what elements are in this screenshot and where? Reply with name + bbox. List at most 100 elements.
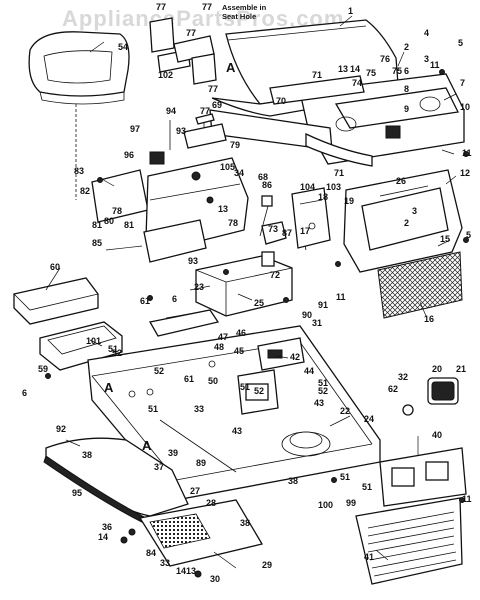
- callout: 75: [392, 66, 402, 76]
- callout: 51: [362, 482, 372, 492]
- callout: 51: [318, 378, 328, 388]
- callout: 51: [108, 344, 118, 354]
- callout: 70: [276, 96, 286, 106]
- callout: 5: [458, 38, 463, 48]
- callout: 43: [232, 426, 242, 436]
- callout: 62: [388, 384, 398, 394]
- view-marker-a-frame: A: [104, 380, 114, 395]
- callout: 31: [312, 318, 322, 328]
- battery-tray: [39, 321, 123, 371]
- callout: 9: [404, 104, 409, 114]
- callout: 21: [456, 364, 466, 374]
- callout: 72: [270, 270, 280, 280]
- callout: 44: [304, 366, 314, 376]
- callout: 19: [344, 196, 354, 206]
- mesh-screen: [377, 251, 463, 319]
- callout: 36: [102, 522, 112, 532]
- callout: 94: [166, 106, 176, 116]
- callout: 78: [228, 218, 238, 228]
- callout: 89: [196, 458, 206, 468]
- callout: 20: [432, 364, 442, 374]
- callout: 76: [380, 54, 390, 64]
- callout: 82: [80, 186, 90, 196]
- callout: 23: [194, 282, 204, 292]
- steering-column: [149, 113, 227, 165]
- callout: 1: [348, 6, 353, 16]
- side-panels: [209, 75, 373, 167]
- callout: 99: [346, 498, 356, 508]
- callout: 100: [318, 500, 333, 510]
- callout: 75: [366, 68, 376, 78]
- callout: 68: [258, 172, 268, 182]
- callout: 2: [404, 42, 409, 52]
- callout: 90: [302, 310, 312, 320]
- center-plate: [148, 309, 220, 337]
- callout: 85: [92, 238, 102, 248]
- callout: 14: [176, 566, 186, 576]
- callout: 52: [254, 386, 264, 396]
- callout: 77: [186, 28, 196, 38]
- callout: 14: [98, 532, 108, 542]
- callout: 7: [460, 78, 465, 88]
- console: [91, 157, 249, 263]
- callout: 42: [290, 352, 300, 362]
- callout: 80: [104, 216, 114, 226]
- view-marker-a-hood: A: [226, 60, 236, 75]
- assembly-note-line2: Seat Hole: [222, 12, 256, 21]
- callout: 24: [364, 414, 374, 424]
- callout: 25: [254, 298, 264, 308]
- callout-labels: 1 2 3 4 5 6 7 8 9 10 11 11 11 11 12 13 1…: [22, 2, 472, 584]
- callout: 29: [262, 560, 272, 570]
- callout: 71: [334, 168, 344, 178]
- battery-holder: [257, 337, 305, 371]
- callout: 95: [72, 488, 82, 498]
- callout: 51: [240, 382, 250, 392]
- callout: 47: [218, 332, 228, 342]
- callout: 83: [74, 166, 84, 176]
- callout: 77: [208, 84, 218, 94]
- seat-brackets: [149, 17, 217, 85]
- callout: 30: [210, 574, 220, 584]
- callout: 6: [22, 388, 27, 398]
- callout: 73: [268, 224, 278, 234]
- callout: 79: [230, 140, 240, 150]
- callout: 52: [318, 386, 328, 396]
- callout: 18: [318, 192, 328, 202]
- callout: 41: [364, 552, 374, 562]
- callout: 38: [288, 476, 298, 486]
- callout: 10: [460, 102, 470, 112]
- callout: 52: [154, 366, 164, 376]
- callout: 17: [300, 226, 310, 236]
- callout: 11: [336, 292, 346, 302]
- fuel-tank: [195, 251, 293, 317]
- callout: 77: [156, 2, 166, 12]
- callout: 45: [234, 346, 244, 356]
- grille-frame: [343, 169, 463, 273]
- callout: 86: [262, 180, 272, 190]
- callout: 38: [240, 518, 250, 528]
- callout: 32: [398, 372, 408, 382]
- callout: 96: [124, 150, 134, 160]
- callout: 46: [236, 328, 246, 338]
- callout: 3: [424, 54, 429, 64]
- callout: 78: [112, 206, 122, 216]
- callout: 103: [326, 182, 341, 192]
- main-frame: [87, 325, 381, 501]
- seat: [28, 31, 130, 105]
- callout: 12: [460, 168, 470, 178]
- callout: 27: [190, 486, 200, 496]
- callout: 13: [186, 566, 196, 576]
- callout: 77: [200, 106, 210, 116]
- callout: 87: [282, 228, 292, 238]
- callout: 43: [314, 398, 324, 408]
- callout: 105: [220, 162, 235, 172]
- callout: 33: [194, 404, 204, 414]
- callout: 39: [168, 448, 178, 458]
- callout: 48: [214, 342, 224, 352]
- callout: 93: [176, 126, 186, 136]
- callout: 5: [466, 230, 471, 240]
- callout: 61: [140, 296, 150, 306]
- side-bracket: [291, 187, 331, 249]
